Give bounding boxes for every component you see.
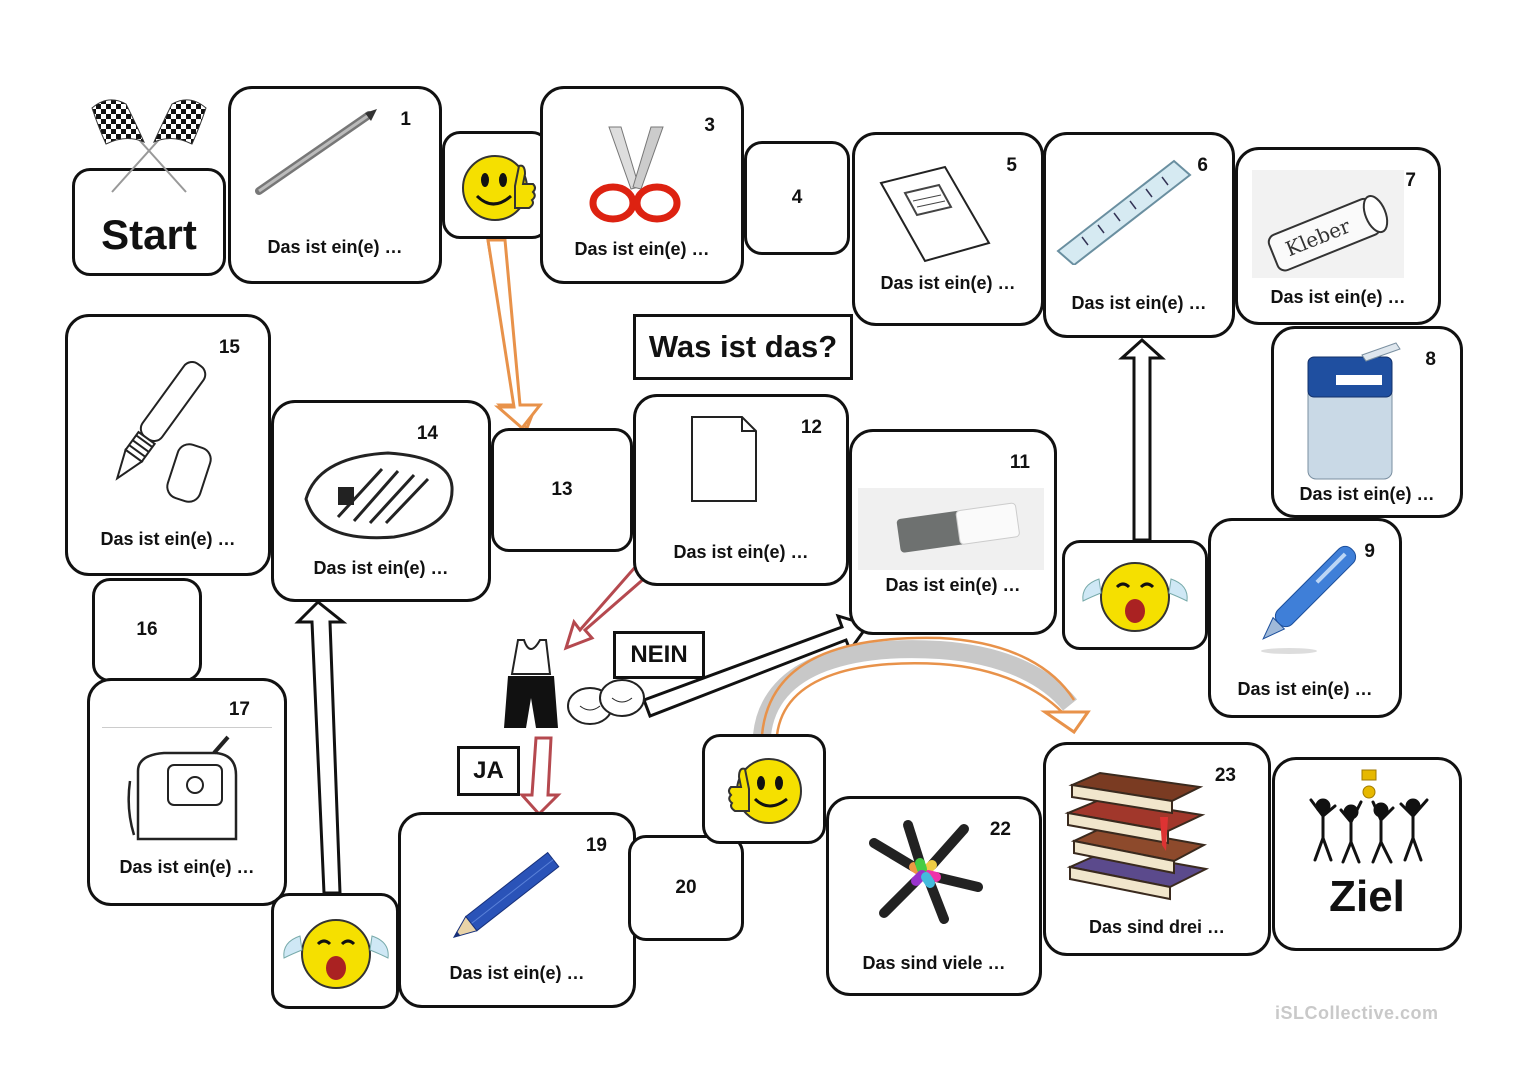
- square-5[interactable]: 5 Das ist ein(e) …: [852, 132, 1044, 326]
- orange-arrow-to-13: [486, 238, 544, 431]
- start-label: Start: [101, 211, 197, 258]
- square-number: 16: [136, 619, 158, 640]
- square-6[interactable]: 6 Das ist ein(e) …: [1043, 132, 1235, 338]
- square-1[interactable]: 1 Das ist ein(e) …: [228, 86, 442, 284]
- page-title: Was ist das?: [633, 314, 853, 380]
- square-3[interactable]: 3 Das ist ein(e) …: [540, 86, 744, 284]
- square-number: 13: [551, 479, 573, 500]
- crying-face-icon: [283, 919, 389, 989]
- watermark: iSLCollective.com: [1275, 1003, 1439, 1023]
- notebook-icon: [879, 165, 991, 263]
- square-caption: Das ist ein(e) …: [1237, 679, 1373, 699]
- square-13[interactable]: 13: [491, 428, 633, 552]
- thumbs-up-square[interactable]: [442, 131, 550, 239]
- square-caption: Das sind viele …: [862, 953, 1006, 973]
- square-23[interactable]: 23 Das sind drei …: [1043, 742, 1271, 956]
- square-number: 1: [400, 109, 411, 130]
- ruler-icon: [1056, 159, 1192, 265]
- answer-no-label: NEIN: [613, 631, 705, 679]
- sports-clothes-icon: [504, 639, 645, 728]
- square-number: 8: [1425, 349, 1436, 370]
- thumbs-up-icon: [462, 155, 536, 221]
- books-icon: [1064, 771, 1210, 901]
- square-17[interactable]: 17 Das ist ein(e) …: [87, 678, 287, 906]
- square-number: 15: [218, 337, 240, 358]
- square-caption: Das ist ein(e) …: [574, 239, 710, 259]
- square-number: 9: [1364, 541, 1375, 562]
- square-11[interactable]: 11 Das ist ein(e) …: [849, 429, 1057, 635]
- answer-yes-label: JA: [457, 746, 520, 796]
- square-15[interactable]: 15 Das ist ein(e) …: [65, 314, 271, 576]
- square-caption: Das ist ein(e) …: [673, 542, 809, 562]
- scissors-icon: [589, 126, 681, 223]
- ballpoint-pen-icon: [1261, 545, 1357, 654]
- square-caption: Das ist ein(e) …: [449, 963, 585, 983]
- school-bag-icon: [127, 735, 238, 841]
- crying-face-square[interactable]: [1062, 540, 1208, 650]
- pencil-icon: [255, 109, 377, 195]
- crying-face-square[interactable]: [271, 893, 399, 1009]
- square-20[interactable]: 20: [628, 835, 744, 941]
- eraser-icon: [858, 488, 1044, 570]
- square-number: 6: [1197, 155, 1208, 176]
- square-number: 11: [1009, 452, 1030, 473]
- white-arrow-up-to-14: [294, 599, 348, 895]
- celebrating-people-icon: [1309, 769, 1429, 864]
- fountain-pen-icon: [115, 361, 212, 503]
- square-number: 19: [585, 835, 607, 856]
- square-caption: Das ist ein(e) …: [267, 237, 403, 257]
- white-arrow-up-to-6: [1118, 337, 1166, 542]
- curved-arrow-to-23: [753, 636, 1091, 737]
- goal-label: Ziel: [1329, 872, 1405, 921]
- square-number: 4: [791, 187, 803, 208]
- square-4[interactable]: 4: [744, 141, 850, 255]
- square-number: 3: [704, 115, 715, 136]
- sharpener-icon: [1307, 342, 1401, 480]
- white-arrow-to-11: [642, 613, 871, 718]
- square-14[interactable]: 14 Das ist ein(e) …: [271, 400, 491, 602]
- markers-icon: [869, 820, 983, 924]
- pencil-case-icon: [304, 451, 454, 540]
- red-arrow-to-19: [518, 736, 562, 817]
- square-number: 23: [1214, 765, 1236, 786]
- square-number: 5: [1006, 155, 1017, 176]
- square-number: 7: [1405, 170, 1416, 191]
- start-square[interactable]: Start: [72, 168, 226, 276]
- red-arrow-to-clothes: [563, 562, 650, 651]
- checkered-flags-icon: [91, 99, 207, 193]
- blue-pencil-icon: [452, 851, 560, 939]
- divider: [102, 727, 272, 728]
- thumbs-up-icon: [728, 758, 802, 824]
- paper-sheet-icon: [691, 416, 757, 502]
- square-caption: Das ist ein(e) …: [880, 273, 1016, 293]
- square-7[interactable]: 7 Kleber Das ist ein(e) …: [1235, 147, 1441, 325]
- square-caption: Das ist ein(e) …: [1299, 484, 1435, 504]
- square-22[interactable]: 22 Das sind viele …: [826, 796, 1042, 996]
- square-9[interactable]: 9 Das ist ein(e) …: [1208, 518, 1402, 718]
- square-caption: Das ist ein(e) …: [313, 558, 449, 578]
- square-number: 20: [675, 877, 697, 898]
- square-12[interactable]: 12 Das ist ein(e) …: [633, 394, 849, 586]
- square-number: 17: [228, 699, 250, 720]
- square-number: 22: [989, 819, 1011, 840]
- square-number: 14: [416, 423, 438, 444]
- goal-square[interactable]: Ziel: [1272, 757, 1462, 951]
- square-caption: Das ist ein(e) …: [119, 857, 255, 877]
- glue-stick-icon: Kleber: [1252, 170, 1404, 278]
- square-caption: Das sind drei …: [1088, 917, 1226, 937]
- square-16[interactable]: 16: [92, 578, 202, 682]
- square-caption: Das ist ein(e) …: [100, 529, 236, 549]
- square-8[interactable]: 8 Das ist ein(e) …: [1271, 326, 1463, 518]
- crying-face-icon: [1082, 562, 1188, 632]
- square-caption: Das ist ein(e) …: [1071, 293, 1207, 313]
- square-19[interactable]: 19 Das ist ein(e) …: [398, 812, 636, 1008]
- thumbs-up-square[interactable]: [702, 734, 826, 844]
- square-caption: Das ist ein(e) …: [1270, 287, 1406, 307]
- square-number: 12: [800, 417, 822, 438]
- square-caption: Das ist ein(e) …: [885, 575, 1021, 595]
